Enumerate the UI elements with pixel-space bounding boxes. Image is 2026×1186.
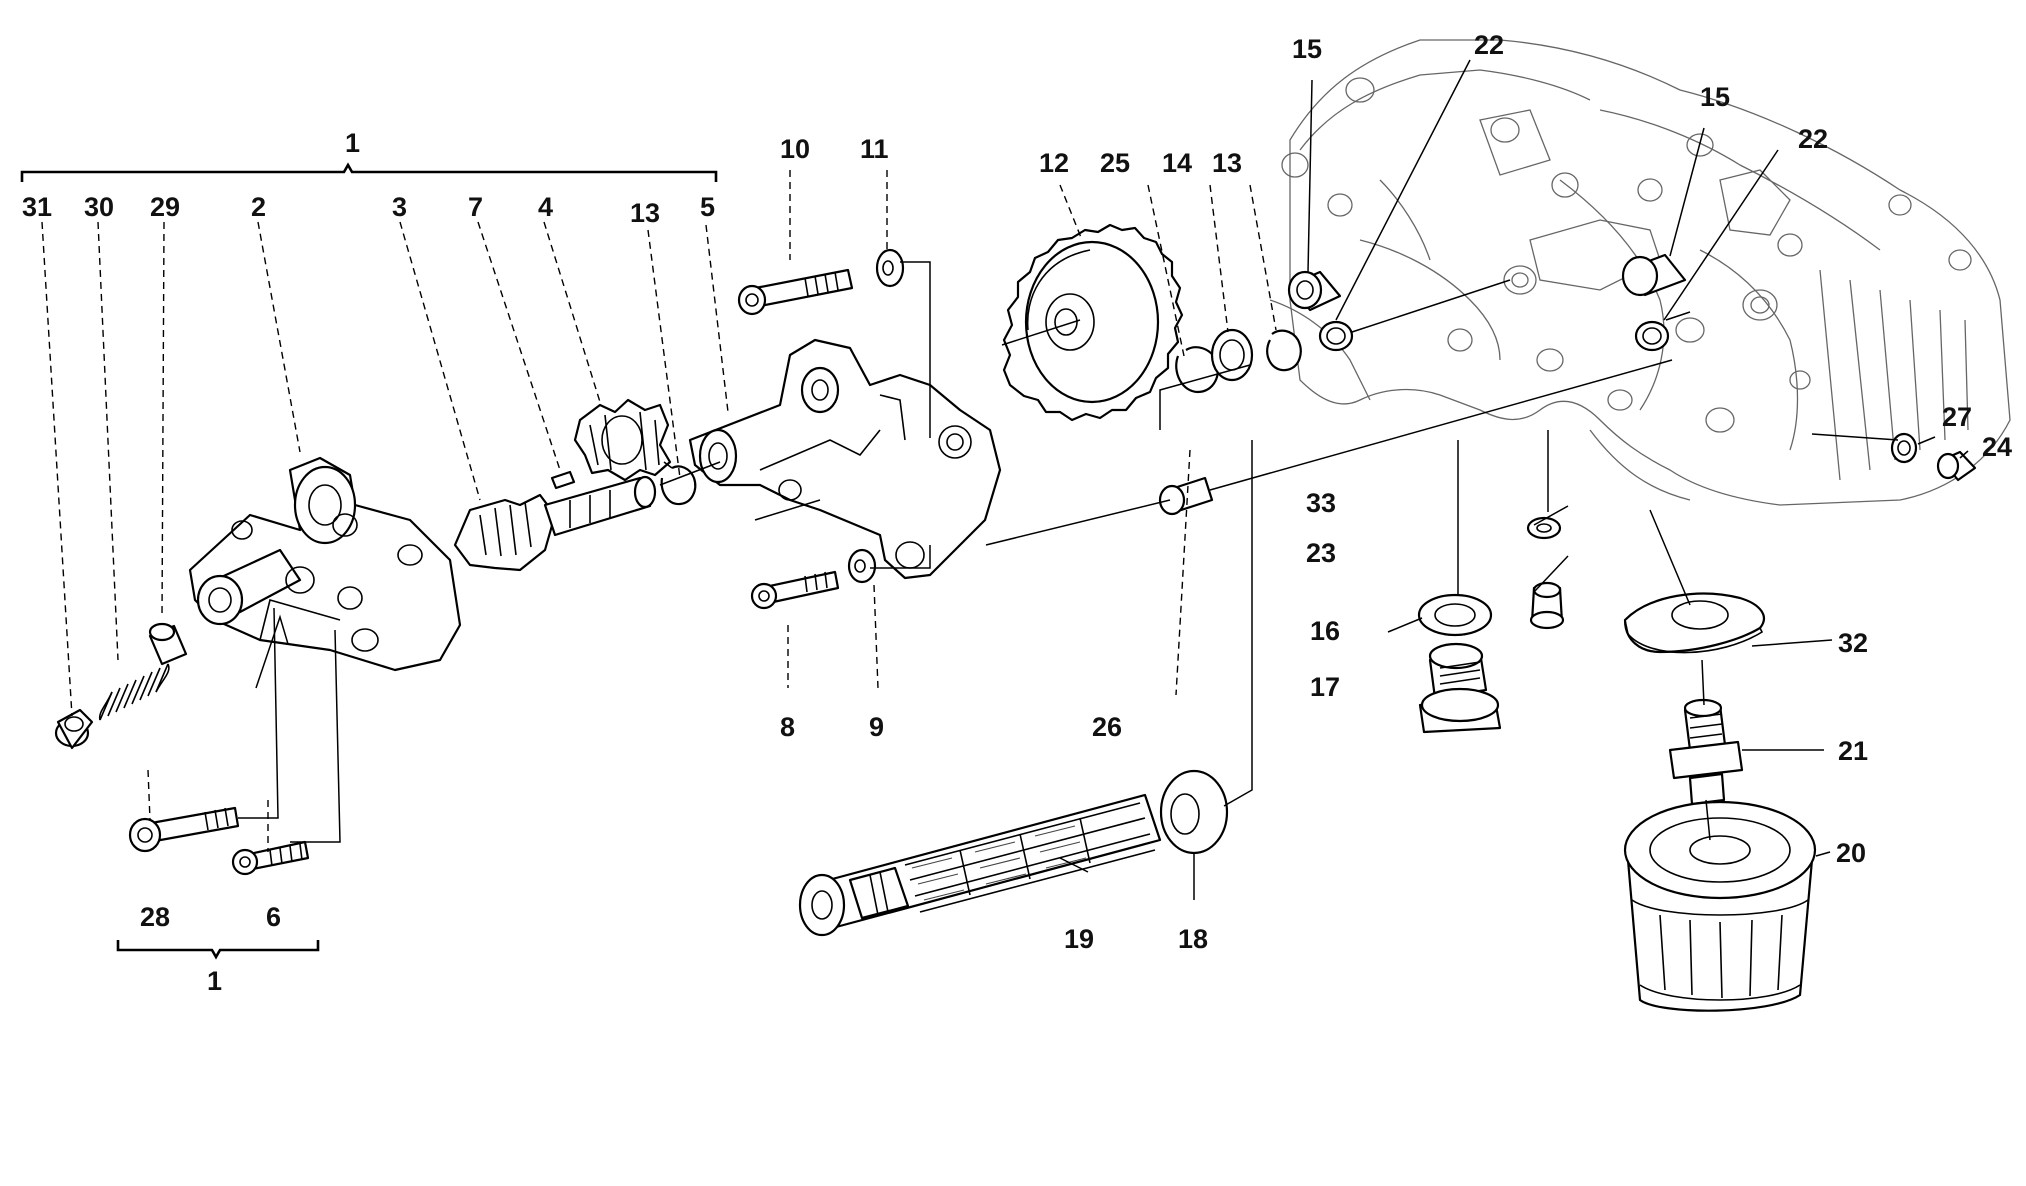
callout-18: 18 [1178, 924, 1208, 954]
leader-lines [41, 59, 1969, 900]
callout-22-left: 22 [1474, 30, 1504, 60]
callout-24: 24 [1982, 432, 2012, 462]
callout-28: 28 [140, 902, 170, 932]
callout-11: 11 [860, 134, 889, 164]
assembly-brace-bottom [116, 940, 320, 960]
callout-17: 17 [1310, 672, 1340, 702]
washer-11 [875, 248, 905, 288]
callout-22-right: 22 [1798, 124, 1828, 154]
adapter-plate-32 [1623, 592, 1765, 654]
relief-valve-cap [54, 708, 94, 750]
filter-nipple-21 [1668, 698, 1744, 806]
callout-4: 4 [538, 192, 553, 222]
callout-13-right: 13 [1212, 148, 1242, 178]
pump-drive-gear [573, 398, 672, 482]
washer-33 [1526, 516, 1562, 540]
callout-20: 20 [1836, 838, 1866, 868]
callout-7: 7 [468, 192, 483, 222]
bolt-28 [128, 806, 240, 853]
callout-23: 23 [1306, 538, 1336, 568]
callout-12: 12 [1039, 148, 1069, 178]
o-ring-22-right [1634, 320, 1670, 352]
callout-15-right: 15 [1700, 82, 1730, 112]
bolt-10 [737, 268, 854, 316]
bolt-6 [231, 840, 310, 876]
plug-23 [1529, 581, 1565, 630]
callout-16: 16 [1310, 616, 1340, 646]
dowel-26 [1158, 476, 1214, 516]
callout-32: 32 [1838, 628, 1868, 658]
callout-1-top: 1 [345, 128, 360, 158]
washer-27 [1890, 432, 1918, 464]
washer-9 [847, 548, 877, 584]
callout-3: 3 [392, 192, 407, 222]
callout-30: 30 [84, 192, 114, 222]
bolt-8 [750, 570, 840, 610]
drive-pin [550, 470, 576, 490]
callout-27: 27 [1942, 402, 1972, 432]
callout-33: 33 [1306, 488, 1336, 518]
oil-filter-20 [1623, 800, 1817, 1012]
callout-8: 8 [780, 712, 795, 742]
o-ring-22-left [1318, 320, 1354, 352]
circlip-25 [1175, 346, 1220, 394]
callout-9: 9 [869, 712, 884, 742]
bush-15-left [1287, 270, 1342, 312]
callout-2: 2 [251, 192, 266, 222]
callout-31: 31 [22, 192, 52, 222]
callout-15-left: 15 [1292, 34, 1322, 64]
callout-14: 14 [1162, 148, 1192, 178]
assembly-brace-top [20, 162, 718, 182]
relief-valve-spring [98, 663, 170, 721]
plug-24 [1936, 450, 1977, 482]
callout-1-bottom: 1 [207, 966, 222, 996]
circlip-left [660, 461, 697, 506]
thrust-washer-14 [1210, 328, 1254, 382]
callout-29: 29 [150, 192, 180, 222]
callout-5: 5 [700, 192, 715, 222]
washer-16 [1417, 593, 1493, 637]
callout-19: 19 [1064, 924, 1094, 954]
washer-18 [1159, 769, 1229, 855]
crankcase-outline [1269, 39, 2011, 506]
oil-strainer-19 [798, 793, 1162, 937]
callout-10: 10 [780, 134, 810, 164]
circlip-13-right [1266, 329, 1302, 372]
relief-valve-piston [148, 622, 188, 666]
oil-pump-body [188, 456, 462, 672]
callout-6: 6 [266, 902, 281, 932]
callout-13-left: 13 [630, 198, 660, 228]
bush-15-right [1621, 253, 1687, 297]
callout-26: 26 [1092, 712, 1122, 742]
pump-drive-shaft-gear [453, 475, 657, 572]
oil-pump-cover [688, 338, 1002, 580]
pump-driven-gear-12 [1002, 223, 1184, 422]
callout-25: 25 [1100, 148, 1130, 178]
drain-plug-17 [1418, 642, 1502, 734]
callout-21: 21 [1838, 736, 1868, 766]
